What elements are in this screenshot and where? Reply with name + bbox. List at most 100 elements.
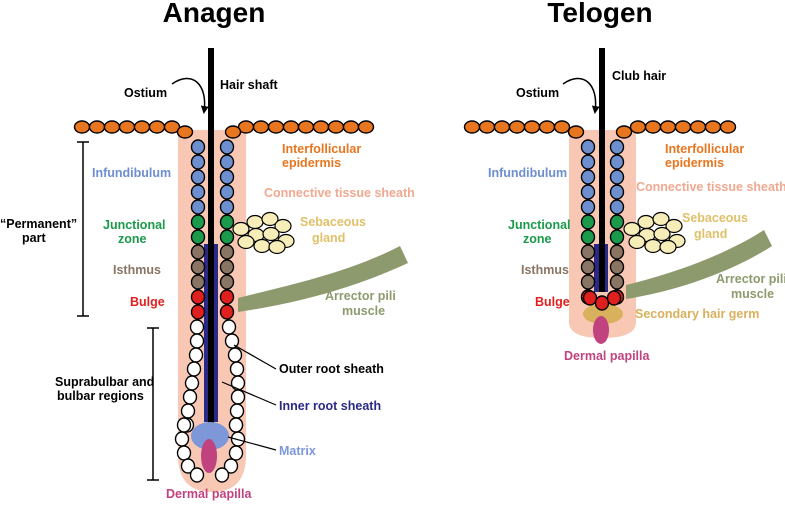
- anagen-suprabulbar-label-1: Suprabulbar and: [55, 375, 154, 389]
- epidermis-cell: [659, 120, 677, 134]
- sebaceous-cell: [268, 239, 286, 255]
- epidermis-cell: [629, 120, 647, 134]
- anagen-permanent-label-2: part: [22, 231, 46, 245]
- outer-root-sheath-cell: [221, 319, 237, 335]
- anagen-arrector-label-1: Arrector pili: [325, 289, 396, 303]
- sebaceous-cell: [232, 221, 250, 237]
- epidermis-cell: [327, 120, 345, 134]
- epidermis-cell: [644, 120, 662, 134]
- epidermis-cell: [689, 120, 707, 134]
- epidermis-cell: [176, 125, 194, 139]
- anagen-interfollicular-epidermis: [73, 120, 375, 139]
- epidermis-cell: [133, 120, 151, 134]
- anagen-sebaceous-gland: [232, 211, 295, 255]
- sebaceous-cell: [628, 234, 646, 250]
- follicle-cell: [219, 289, 235, 305]
- sebaceous-cell: [623, 221, 641, 237]
- follicle-cell: [609, 169, 625, 185]
- follicle-cell: [580, 214, 596, 230]
- follicle-cell: [190, 229, 206, 245]
- anagen-follicle-cells: [174, 139, 246, 483]
- epidermis-cell: [342, 120, 360, 134]
- sebaceous-cell: [653, 226, 671, 242]
- follicle-cell: [190, 184, 206, 200]
- epidermis-cell: [148, 120, 166, 134]
- anagen-matrix: [191, 422, 229, 450]
- sebaceous-cell: [253, 238, 271, 254]
- anagen-suprabulbar-label-2: bulbar regions: [57, 389, 144, 403]
- telogen-club-hair-label: Club hair: [612, 69, 666, 83]
- follicle-cell: [219, 244, 235, 260]
- anagen-infundibulum-label: Infundibulum: [92, 166, 171, 180]
- epidermis-cell: [674, 120, 692, 134]
- outer-root-sheath-cell: [184, 375, 200, 391]
- telogen-interfollicular-label-1: Interfollicular: [665, 142, 744, 156]
- telogen-dermal-papilla: [593, 316, 609, 344]
- follicle-cell: [580, 244, 596, 260]
- follicle-cell: [190, 154, 206, 170]
- follicle-cell: [190, 139, 206, 155]
- follicle-cell: [609, 199, 625, 215]
- anagen-isthmus-label: Isthmus: [113, 263, 161, 277]
- sebaceous-cell: [637, 214, 655, 230]
- anagen-sebaceous-label-1: Sebaceous: [300, 215, 366, 229]
- outer-root-sheath-cell: [188, 347, 204, 363]
- sebaceous-cell: [665, 218, 683, 234]
- epidermis-cell: [704, 120, 722, 134]
- outer-root-sheath-cell: [229, 403, 245, 419]
- follicle-cell: [219, 199, 235, 215]
- bulge-cell: [606, 290, 622, 306]
- follicle-cell: [219, 274, 235, 290]
- follicle-cell: [580, 259, 596, 275]
- telogen-interfollicular-label-2: epidermis: [665, 156, 724, 170]
- follicle-cell: [190, 259, 206, 275]
- outer-root-sheath-cell: [230, 389, 246, 405]
- follicle-cell: [609, 214, 625, 230]
- follicle-cell: [580, 274, 596, 290]
- bulge-cell: [594, 295, 610, 311]
- epidermis-cell: [224, 125, 242, 139]
- follicle-cell: [580, 184, 596, 200]
- anagen-ostium-arrow: [171, 77, 209, 114]
- anagen-outer-root-sheath-label: Outer root sheath: [279, 362, 384, 376]
- epidermis-cell: [553, 120, 571, 134]
- outer-root-sheath-cell: [230, 375, 246, 391]
- follicle-cell: [190, 169, 206, 185]
- sebaceous-cell: [652, 211, 670, 227]
- follicle-cell: [609, 184, 625, 200]
- bulb-cell: [176, 445, 192, 461]
- anagen-hair-shaft-label: Hair shaft: [220, 78, 278, 92]
- follicle-cell: [580, 169, 596, 185]
- telogen-panel: Telogen Ostium Club hair Interfollicular…: [463, 0, 785, 363]
- telogen-follicle-cells: [580, 139, 625, 311]
- follicle-cell: [609, 244, 625, 260]
- epidermis-cell: [523, 120, 541, 134]
- follicle-cell: [219, 139, 235, 155]
- telogen-sebaceous-gland: [623, 211, 686, 255]
- bulb-cell: [228, 417, 244, 433]
- follicle-cell: [190, 289, 206, 305]
- follicle-cell: [190, 304, 206, 320]
- follicle-cell: [609, 154, 625, 170]
- sebaceous-cell: [262, 226, 280, 242]
- telogen-title: Telogen: [547, 0, 652, 28]
- outer-root-sheath-cell: [186, 361, 202, 377]
- outer-root-sheath-cell: [189, 319, 205, 335]
- telogen-arrector-label-1: Arrector pili: [716, 272, 785, 286]
- bulb-cell: [223, 458, 239, 474]
- follicle-cell: [219, 214, 235, 230]
- outer-root-sheath-cell: [229, 361, 245, 377]
- epidermis-cell: [719, 120, 737, 134]
- anagen-connective-label: Connective tissue sheath: [264, 186, 415, 200]
- telogen-sebaceous-label-2: gland: [694, 227, 727, 241]
- epidermis-cell: [508, 120, 526, 134]
- epidermis-cell: [88, 120, 106, 134]
- epidermis-cell: [538, 120, 556, 134]
- anagen-matrix-label: Matrix: [279, 444, 316, 458]
- telogen-sebaceous-label-1: Sebaceous: [682, 211, 748, 225]
- anagen-panel: Anagen: [0, 0, 415, 501]
- sebaceous-cell: [246, 214, 264, 230]
- epidermis-cell: [282, 120, 300, 134]
- telogen-bulge-label: Bulge: [535, 295, 570, 309]
